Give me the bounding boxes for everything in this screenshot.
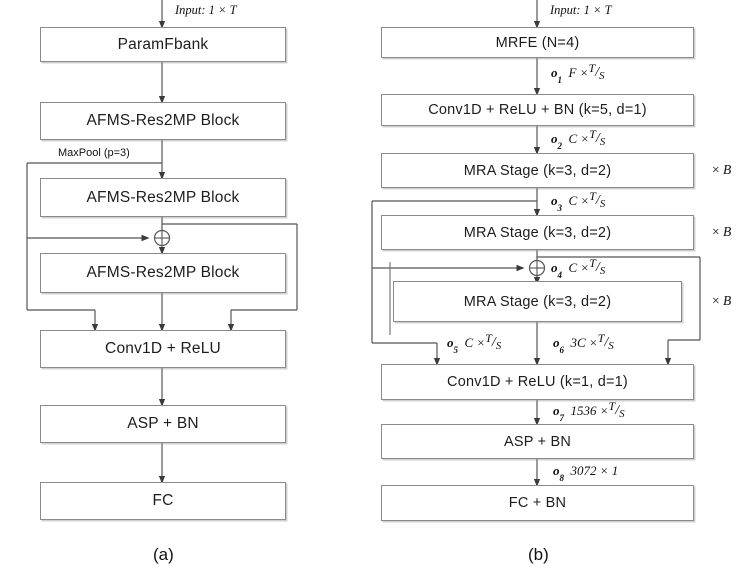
- repeat-label-3: × B: [712, 293, 732, 308]
- node-mra-stage-3[interactable]: MRA Stage (k=3, d=2): [393, 281, 682, 322]
- node-asp-bn-b[interactable]: ASP + BN: [381, 424, 694, 459]
- caption-a: (a): [153, 545, 174, 564]
- tensor-label-o1: o1 F ×T/S: [551, 61, 605, 85]
- tensor-label-o7: o7 1536 ×T/S: [553, 399, 625, 423]
- repeat-label-2: × B: [712, 224, 732, 239]
- tensor-label-o6: o6 3C ×T/S: [553, 331, 614, 355]
- add-operator-b: [528, 259, 546, 277]
- input-label-b: Input: 1 × T: [550, 3, 612, 17]
- tensor-label-o3: o3 C ×T/S: [551, 189, 606, 213]
- node-afms-res2mp-block-3[interactable]: AFMS-Res2MP Block: [40, 253, 286, 293]
- node-conv1d-relu-bn[interactable]: Conv1D + ReLU + BN (k=5, d=1): [381, 94, 694, 126]
- input-label-a: Input: 1 × T: [175, 3, 237, 17]
- node-mrfe[interactable]: MRFE (N=4): [381, 27, 694, 58]
- node-conv1d-relu-a[interactable]: Conv1D + ReLU: [40, 330, 286, 368]
- node-conv1d-relu-k1[interactable]: Conv1D + ReLU (k=1, d=1): [381, 364, 694, 400]
- tensor-label-o4: o4 C ×T/S: [551, 256, 606, 280]
- add-operator-a: [153, 229, 171, 247]
- node-paramfbank[interactable]: ParamFbank: [40, 27, 286, 62]
- tensor-label-o2: o2 C ×T/S: [551, 127, 606, 151]
- caption-b: (b): [528, 545, 549, 564]
- node-asp-bn-a[interactable]: ASP + BN: [40, 405, 286, 443]
- node-afms-res2mp-block-2[interactable]: AFMS-Res2MP Block: [40, 178, 286, 217]
- edge-label-maxpool: MaxPool (p=3): [58, 147, 130, 159]
- node-mra-stage-2[interactable]: MRA Stage (k=3, d=2): [381, 215, 694, 250]
- node-mra-stage-1[interactable]: MRA Stage (k=3, d=2): [381, 153, 694, 188]
- tensor-label-o8: o8 3072 × 1: [553, 463, 619, 483]
- tensor-label-o5: o5 C ×T/S: [447, 331, 502, 355]
- node-fc-bn[interactable]: FC + BN: [381, 485, 694, 521]
- repeat-label-1: × B: [712, 162, 732, 177]
- node-fc-a[interactable]: FC: [40, 482, 286, 520]
- node-afms-res2mp-block-1[interactable]: AFMS-Res2MP Block: [40, 102, 286, 140]
